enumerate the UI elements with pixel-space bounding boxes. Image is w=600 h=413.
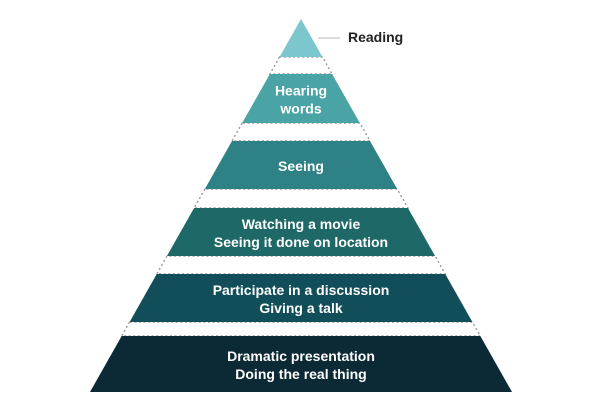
tier-5-label-line-1: Participate in a discussion [213,282,390,298]
tier-4-label-line-1: Watching a movie [242,216,361,232]
tier-4-shape [166,208,436,256]
tier-1-shape [279,19,323,57]
tier-3-label-line-1: Seeing [278,158,324,174]
tier-5-label-line-2: Giving a talk [259,300,342,316]
tier-2-label-line-1: Hearing [275,83,327,99]
tier-4-label-line-2: Seeing it done on location [214,234,388,250]
tier-2-shape [242,74,360,123]
tier-2-label-line-2: words [279,101,321,117]
tier-1-label: Reading [348,29,403,45]
gap-outline-2 [230,122,372,142]
gap-outline-5 [120,321,482,337]
gap-outline-3 [192,188,410,209]
tier-6-label-line-2: Doing the real thing [235,366,366,382]
pyramid-tiers [90,19,512,392]
gap-outline-4 [155,255,447,275]
gap-outline-1 [268,56,334,75]
tier-6-label-line-1: Dramatic presentation [227,348,375,364]
tier-6-shape [90,336,512,392]
tier-3-shape [204,141,398,189]
tier-5-shape [129,274,473,322]
